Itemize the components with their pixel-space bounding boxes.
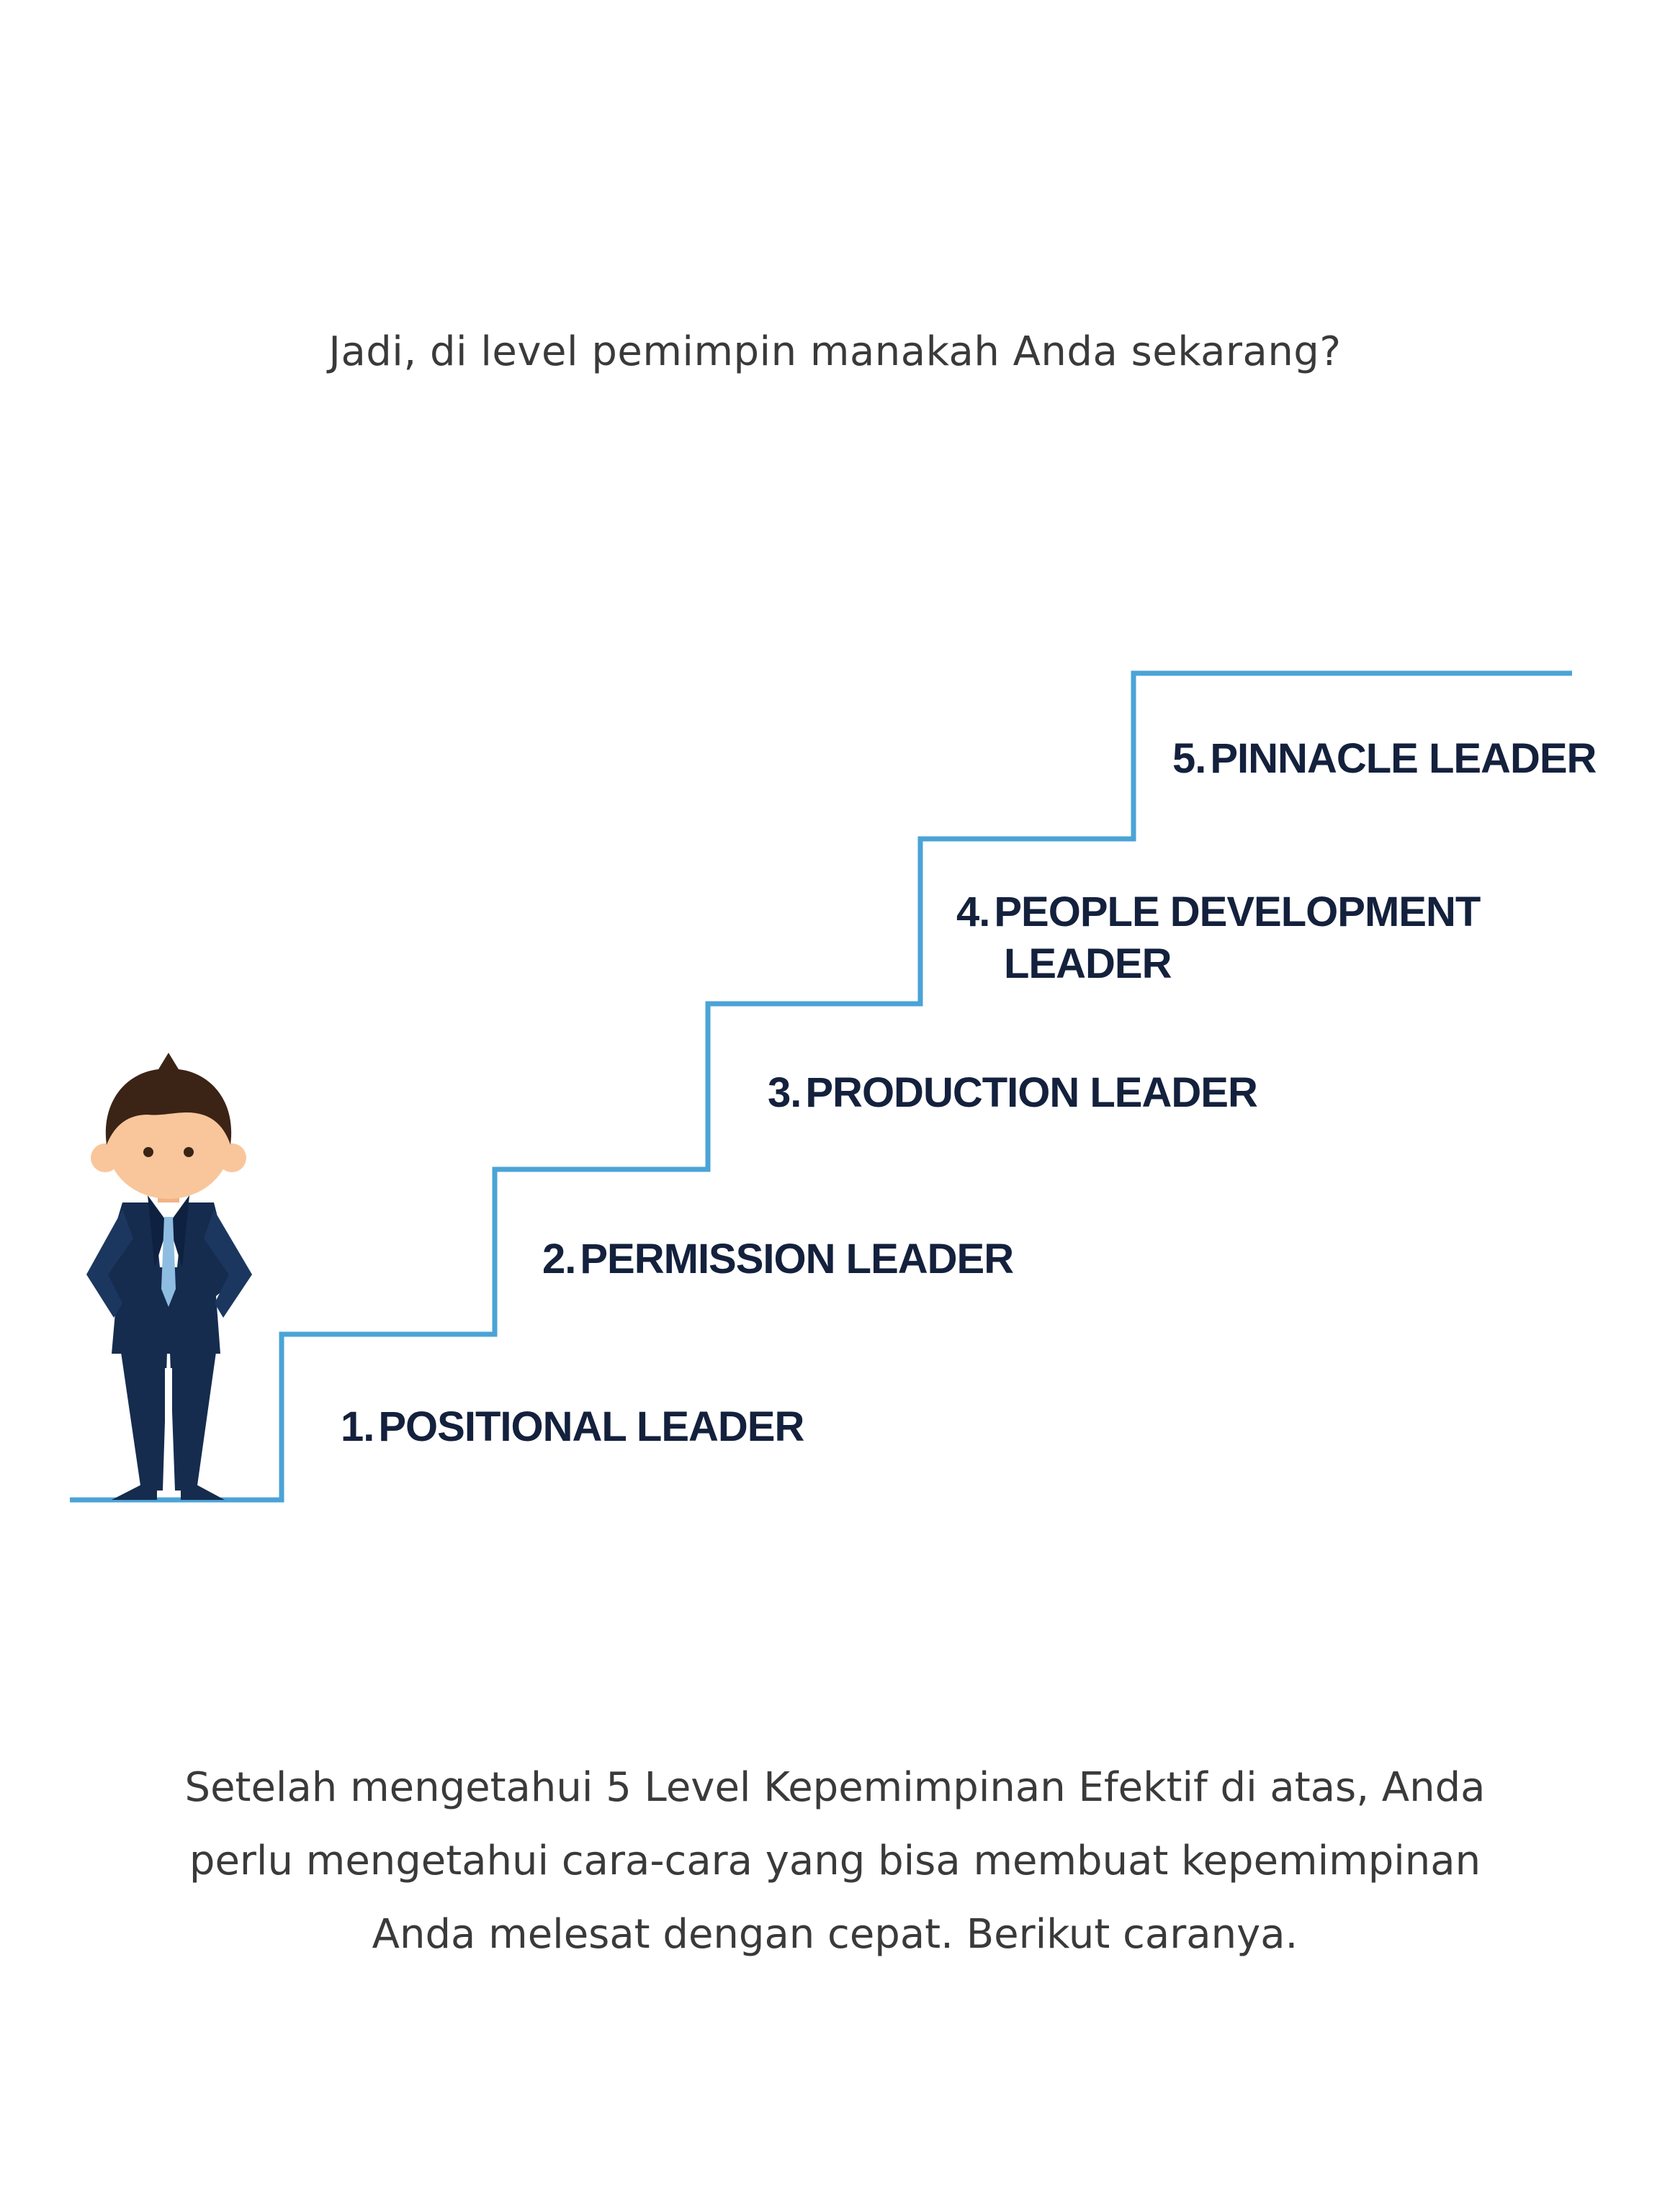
level-5-label: 5.PINNACLE LEADER [1172,735,1597,782]
question-heading: Jadi, di level pemimpin manakah Anda sek… [328,328,1342,375]
level-2-label: 2.PERMISSION LEADER [542,1236,1014,1282]
level-3-label: 3.PRODUCTION LEADER [768,1069,1258,1116]
level-4-label: 4.PEOPLE DEVELOPMENT LEADER [956,886,1481,990]
level-1-label: 1.POSITIONAL LEADER [341,1403,804,1450]
businessman-icon [86,1053,252,1500]
closing-line-2: perlu mengetahui cara-cara yang bisa mem… [189,1838,1481,1884]
level-4-label-continued: LEADER [1004,940,1172,987]
closing-paragraph: Setelah mengetahui 5 Level Kepemimpinan … [0,1751,1670,1972]
closing-line-3: Anda melesat dengan cepat. Berikut caran… [372,1911,1298,1958]
staircase-line [70,670,1572,1503]
closing-line-1: Setelah mengetahui 5 Level Kepemimpinan … [184,1764,1486,1811]
